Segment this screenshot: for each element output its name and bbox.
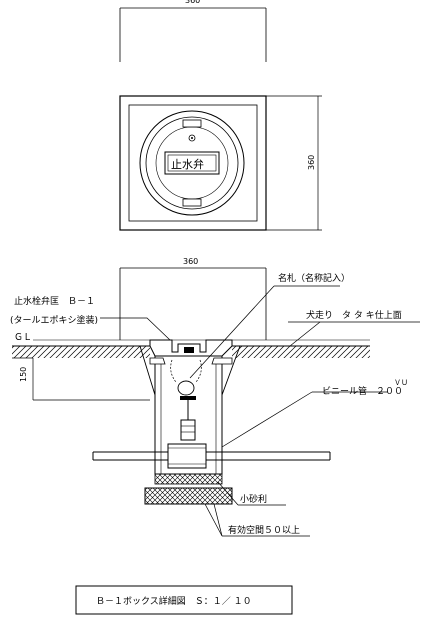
plan-outer-frame xyxy=(119,95,267,231)
title-block-frame xyxy=(75,585,293,615)
label-gravel: 小砂利 xyxy=(240,493,267,505)
name-plate xyxy=(164,151,220,175)
label-valve-box: 止水栓弁匡 Ｂ－１ xyxy=(14,295,95,307)
plan-side-dimension: 360 xyxy=(307,155,316,170)
plan-inner-frame xyxy=(128,104,258,222)
section-top-dimension: 360 xyxy=(183,257,198,266)
lid-inner-circle xyxy=(145,116,239,210)
box-outer-left xyxy=(139,345,156,470)
label-gl: ＧＬ xyxy=(14,333,32,343)
vinyl-pipe xyxy=(92,443,331,469)
plan-top-dimension: 360 xyxy=(185,0,200,5)
valve-handle xyxy=(180,396,196,400)
box-outer-right xyxy=(221,345,241,470)
name-tag xyxy=(177,380,195,396)
lid-bottom-lug xyxy=(182,198,202,207)
label-name-tag: 名札（名称記入） xyxy=(278,272,350,284)
label-concrete-finish: 犬走り タ タ キ仕上面 xyxy=(306,309,402,321)
keyhole-icon xyxy=(188,134,196,142)
drawing-title: Ｂ－１ボックス詳細図 Ｓ：１／ １０ xyxy=(96,595,252,607)
name-tag-chain xyxy=(170,359,177,383)
label-tar-coating: (タールエポキシ塗装) xyxy=(10,314,98,326)
gate-valve xyxy=(180,419,196,441)
label-clearance: 有効空間５０以上 xyxy=(228,524,300,536)
title-block: Ｂ－１ボックス詳細図 Ｓ：１／ １０ xyxy=(75,585,293,615)
section-view: 360 xyxy=(10,257,420,537)
lid-top-lug xyxy=(182,119,202,128)
name-plate-label: 止水弁 xyxy=(171,157,204,171)
depth-dimension: 150 xyxy=(19,367,28,382)
label-vinyl-pipe-suffix: ＶＵ xyxy=(394,379,408,387)
lid-outer-circle xyxy=(139,110,245,216)
base-slab xyxy=(144,487,233,505)
label-vinyl-pipe: ビニール管 ２００ xyxy=(322,385,403,397)
gravel-bed xyxy=(154,473,223,485)
ground-hatch-left xyxy=(12,346,150,358)
ground-hatch-right xyxy=(232,346,370,358)
plan-view: 360 止水弁 360 xyxy=(119,0,322,231)
